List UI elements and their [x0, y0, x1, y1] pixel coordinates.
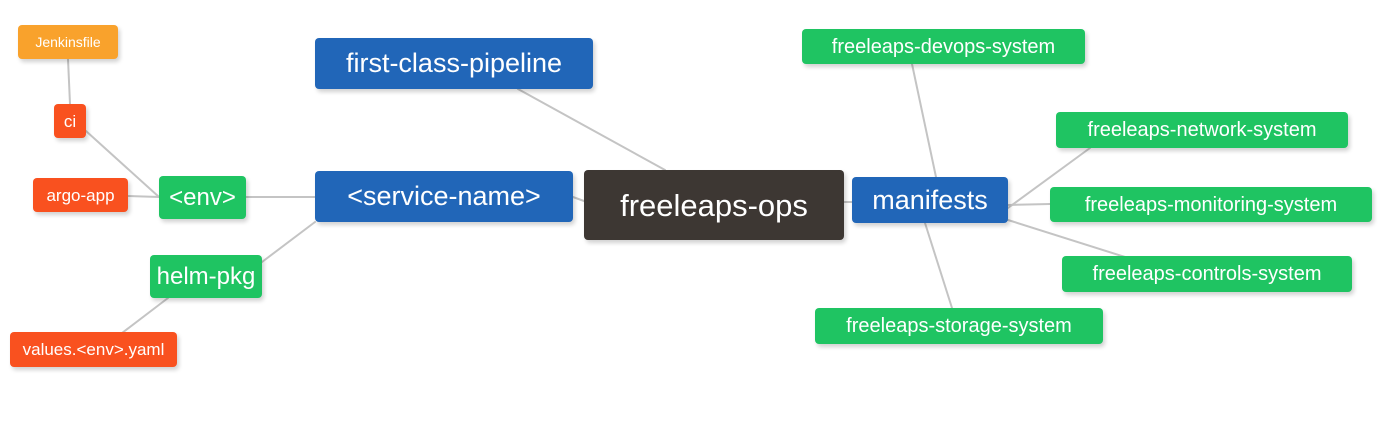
node-first-class-pipeline[interactable]: first-class-pipeline: [315, 38, 593, 89]
edge-first-class-pipeline-to-freeleaps-ops: [517, 88, 666, 171]
edge-jenkinsfile-to-ci: [67, 58, 71, 105]
node-label-argo-app: argo-app: [46, 185, 115, 205]
node-values-env-yaml[interactable]: values.<env>.yaml: [10, 332, 177, 367]
node-service-name[interactable]: <service-name>: [315, 171, 573, 222]
node-manifests[interactable]: manifests: [852, 177, 1008, 223]
node-label-first-class-pipeline: first-class-pipeline: [345, 48, 563, 78]
node-label-freeleaps-network-system: freeleaps-network-system: [1087, 119, 1317, 141]
node-label-helm-pkg: helm-pkg: [156, 262, 256, 290]
node-label-ci: ci: [63, 111, 77, 131]
node-label-values-env-yaml: values.<env>.yaml: [22, 340, 165, 359]
node-label-jenkinsfile: Jenkinsfile: [35, 34, 101, 50]
node-freeleaps-controls-system[interactable]: freeleaps-controls-system: [1062, 256, 1352, 292]
edge-manifests-to-freeleaps-devops-system: [911, 63, 937, 178]
node-freeleaps-storage-system[interactable]: freeleaps-storage-system: [815, 308, 1103, 344]
node-label-freeleaps-devops-system: freeleaps-devops-system: [831, 35, 1056, 58]
node-jenkinsfile[interactable]: Jenkinsfile: [18, 25, 118, 59]
node-env[interactable]: <env>: [159, 176, 246, 219]
node-freeleaps-devops-system[interactable]: freeleaps-devops-system: [802, 29, 1085, 64]
node-label-env: <env>: [169, 183, 236, 211]
edge-manifests-to-freeleaps-storage-system: [924, 222, 953, 309]
edge-service-name-to-freeleaps-ops: [572, 196, 585, 202]
node-ci[interactable]: ci: [54, 104, 86, 138]
node-label-freeleaps-monitoring-system: freeleaps-monitoring-system: [1084, 193, 1338, 216]
node-label-freeleaps-controls-system: freeleaps-controls-system: [1092, 263, 1322, 285]
node-label-freeleaps-ops: freeleaps-ops: [620, 187, 808, 223]
node-freeleaps-monitoring-system[interactable]: freeleaps-monitoring-system: [1050, 187, 1372, 222]
node-helm-pkg[interactable]: helm-pkg: [150, 255, 262, 298]
node-label-manifests: manifests: [872, 184, 988, 215]
edge-helm-pkg-to-values-env-yaml: [121, 297, 169, 334]
edge-argo-app-to-env: [127, 195, 160, 198]
edge-manifests-to-freeleaps-monitoring-system: [1007, 203, 1051, 206]
node-label-service-name: <service-name>: [347, 181, 541, 211]
node-argo-app[interactable]: argo-app: [33, 178, 128, 212]
edge-service-name-to-helm-pkg: [261, 221, 316, 263]
node-freeleaps-ops[interactable]: freeleaps-ops: [584, 170, 844, 240]
node-label-freeleaps-storage-system: freeleaps-storage-system: [846, 315, 1072, 337]
edge-manifests-to-freeleaps-controls-system: [1007, 219, 1126, 258]
node-freeleaps-network-system[interactable]: freeleaps-network-system: [1056, 112, 1348, 148]
